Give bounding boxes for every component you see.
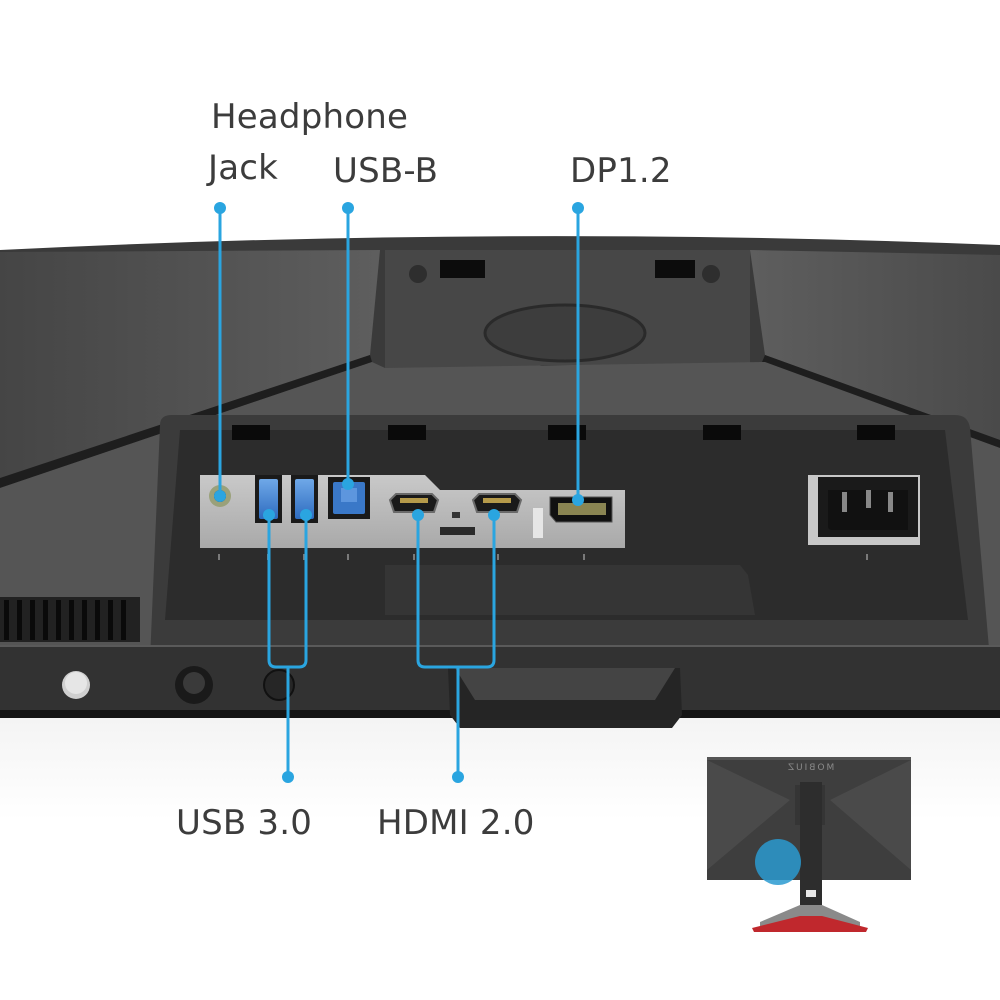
hdmi-port-2 [471, 493, 523, 513]
thumbnail-brand-text: MOBIUZ [786, 763, 835, 773]
label-usb-b: USB-B [333, 151, 439, 191]
callout-dots [214, 202, 584, 783]
power-button [62, 671, 90, 699]
monitor-thumbnail [707, 757, 911, 932]
usb-b-port [328, 477, 370, 519]
label-displayport: DP1.2 [570, 151, 672, 191]
highlight-circle [755, 839, 801, 885]
power-ac-inlet [808, 475, 920, 545]
right-panel [750, 250, 1000, 440]
hdmi-port-1 [388, 493, 440, 513]
label-usb3: USB 3.0 [176, 803, 313, 843]
stand-mount-hole [483, 303, 647, 363]
vent-grille [0, 597, 140, 642]
callout-lines [218, 208, 580, 777]
displayport-port [549, 496, 613, 523]
label-hdmi: HDMI 2.0 [377, 803, 535, 843]
left-panel [0, 250, 380, 480]
led-indicator [533, 508, 543, 538]
joystick-button [175, 666, 213, 704]
label-headphone-jack-line2: Jack [208, 148, 279, 188]
label-headphone-jack-line1: Headphone [211, 97, 409, 137]
